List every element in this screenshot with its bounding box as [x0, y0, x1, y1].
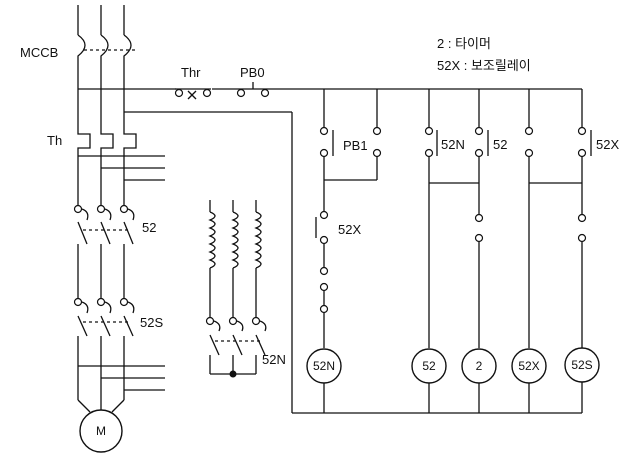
coil-label: 52 [422, 359, 436, 373]
main-power-circuit [73, 5, 165, 413]
motor-label: M [96, 424, 106, 438]
label-pb0: PB0 [240, 65, 265, 80]
label-mccb: MCCB [20, 45, 58, 60]
coil-52n: 52N [306, 348, 342, 384]
transformer-group [205, 200, 267, 378]
legend-timer: 2 : 타이머 [437, 36, 491, 51]
coil-label: 52S [571, 358, 592, 372]
label-contact-52x-2: 52X [338, 222, 361, 237]
coil-52s: 52S [564, 347, 600, 383]
label-contact-52: 52 [493, 137, 507, 152]
coil-label: 52X [518, 359, 539, 373]
control-circuit [78, 82, 592, 414]
label-main-52: 52 [142, 220, 156, 235]
label-contact-52n: 52N [441, 137, 465, 152]
coil-52x: 52X [511, 348, 547, 384]
motor: M [79, 409, 123, 453]
legend-aux-relay: 52X : 보조릴레이 [437, 58, 531, 73]
label-star-52n: 52N [262, 352, 286, 367]
label-contact-52x: 52X [596, 137, 619, 152]
coil-label: 52N [313, 359, 335, 373]
coil-timer-2: 2 [461, 348, 497, 384]
label-th: Th [47, 133, 62, 148]
label-pb1: PB1 [343, 138, 368, 153]
label-thr: Thr [181, 65, 201, 80]
coil-label: 2 [476, 359, 483, 373]
coil-52: 52 [411, 348, 447, 384]
label-main-52s: 52S [140, 315, 163, 330]
